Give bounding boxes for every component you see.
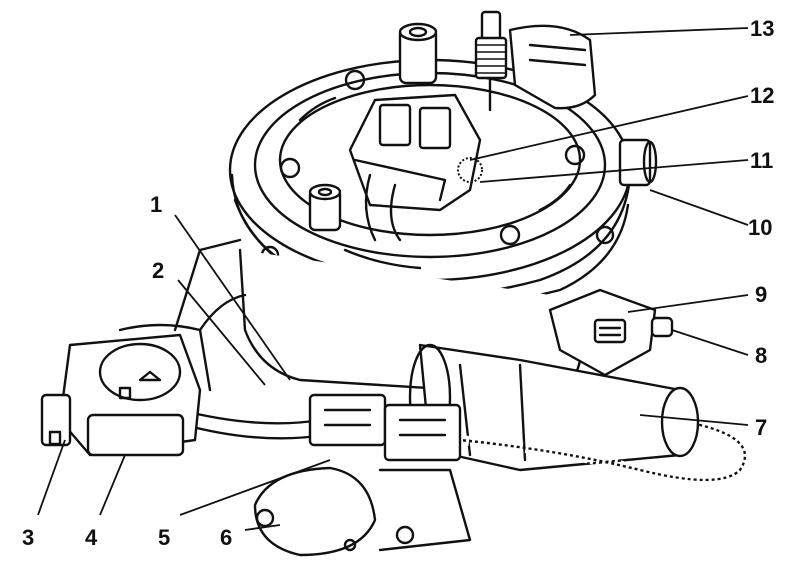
harness-connector [308, 393, 462, 462]
leader-lines [37, 27, 749, 531]
callout-10: 10 [748, 215, 772, 240]
leader-10 [649, 189, 749, 226]
top-bosses [308, 22, 438, 232]
leader-3 [37, 439, 66, 516]
callout-4: 4 [85, 525, 98, 550]
callout-1: 1 [150, 192, 162, 217]
position-sensor-cap [253, 466, 472, 557]
leader-1 [174, 214, 291, 381]
callout-11: 11 [750, 148, 773, 173]
throttle-switch [40, 333, 202, 457]
callout-2: 2 [152, 258, 164, 283]
leader-5 [179, 459, 331, 516]
leader-11 [479, 159, 749, 183]
callout-labels: 1 2 3 4 5 6 7 8 9 10 11 12 13 [22, 16, 774, 550]
injector-connector [348, 93, 483, 242]
callout-12: 12 [750, 83, 774, 108]
leader-7 [639, 414, 749, 426]
leader-4 [99, 454, 126, 516]
callout-6: 6 [220, 525, 232, 550]
callout-5: 5 [158, 525, 170, 550]
leader-2 [177, 279, 266, 386]
leader-6 [244, 524, 281, 531]
callout-8: 8 [755, 343, 767, 368]
leader-12 [469, 95, 749, 161]
callout-7: 7 [755, 415, 767, 440]
callout-9: 9 [755, 282, 767, 307]
callout-13: 13 [750, 16, 774, 41]
fuel-inlet-fitting [474, 10, 597, 112]
leader-13 [569, 27, 749, 36]
pressure-regulator-boss [618, 138, 658, 187]
callout-3: 3 [22, 525, 34, 550]
leader-8 [671, 329, 749, 356]
leader-9 [627, 294, 749, 313]
